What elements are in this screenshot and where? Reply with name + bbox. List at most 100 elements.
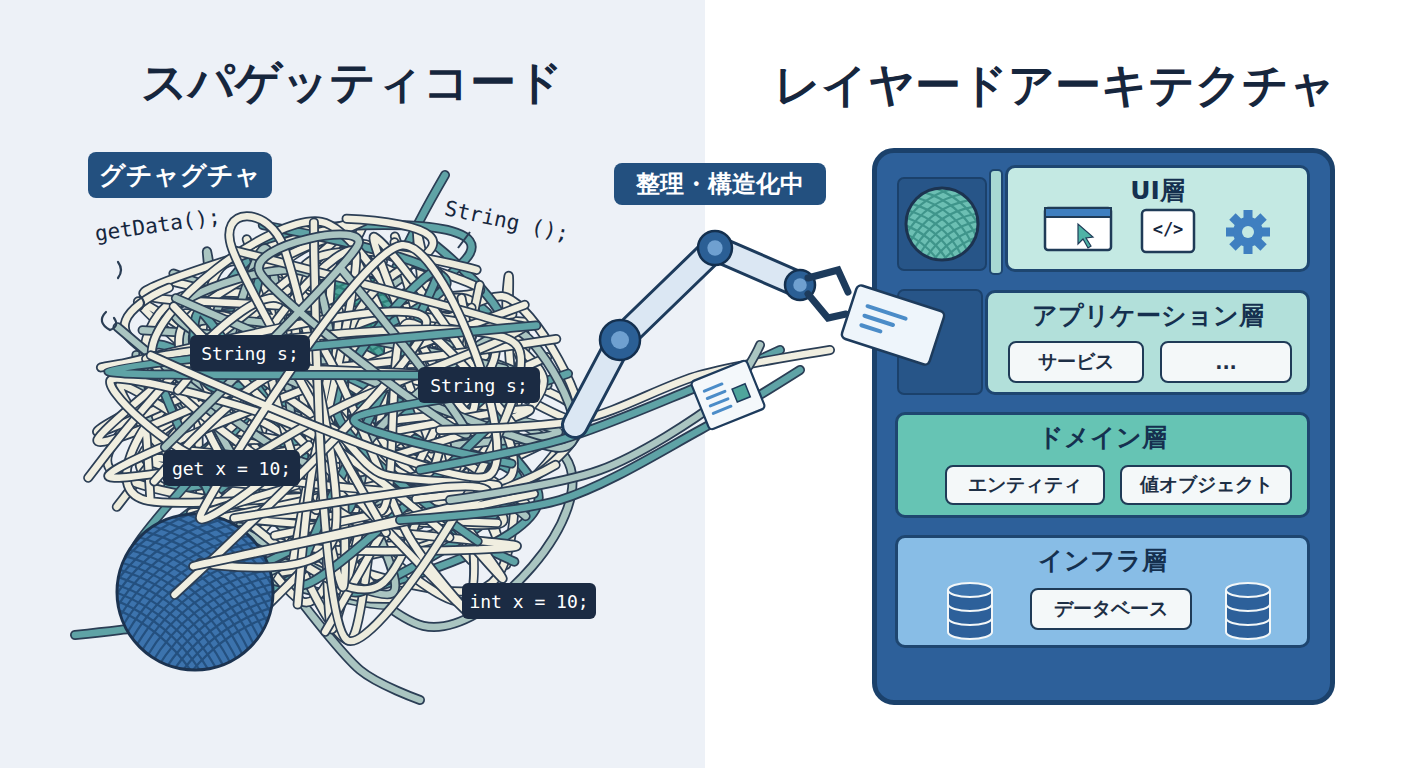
yarn-ball [76, 469, 316, 699]
yarn-stripe [919, 213, 983, 261]
yarn-stripe [88, 585, 219, 699]
code-icon [1142, 210, 1194, 252]
yarn-stripe [927, 179, 987, 231]
tag-pill: グチャグチャ [88, 152, 272, 198]
node-label: 値オブジェクト [1140, 472, 1273, 498]
component-box: ... [1160, 341, 1292, 383]
browser-icon [1045, 208, 1111, 250]
card-body [690, 360, 765, 431]
component-box: エンティティ [945, 465, 1105, 505]
arm-joint [785, 270, 815, 300]
gear-tooth [1229, 213, 1242, 226]
card-line [859, 323, 883, 334]
gear-body [1233, 217, 1263, 247]
arm-joint [698, 231, 732, 265]
component-box: サービス [1008, 341, 1144, 383]
yarn-body [906, 188, 978, 260]
code-chip: int x = 10; [462, 583, 596, 619]
code-snippet: String (); [443, 196, 572, 246]
yarn-stripe [901, 187, 965, 235]
card-square [732, 384, 750, 402]
arm-joint-center [793, 278, 807, 292]
arm-segment-outline [620, 248, 715, 340]
diagram-heading: レイヤードアーキテクチャ [755, 55, 1355, 117]
yarn-stripe [912, 198, 972, 250]
yarn-stripes [76, 469, 316, 699]
layer-band: UI層 [1005, 165, 1310, 272]
yarn-stripe [922, 185, 982, 237]
noodle-outline [400, 370, 800, 520]
yarn-outline [117, 514, 273, 670]
cylinder-top [1226, 583, 1270, 597]
ui-icons [1045, 208, 1270, 254]
code-card [690, 360, 765, 431]
side-panel [898, 178, 986, 270]
panel-heading: スパゲッティコード [60, 52, 644, 114]
yarn-stripe-group [891, 167, 998, 275]
confusion-squiggle [102, 262, 144, 330]
layer-band: サービス... アプリケーション層 [985, 290, 1310, 395]
leader-line [458, 232, 470, 248]
card-line [865, 304, 908, 321]
cylinder-band [948, 618, 992, 625]
arm-joint-center [707, 240, 722, 255]
gear-tooth [1226, 228, 1236, 237]
yarn-outline [906, 188, 978, 260]
yarn-stripe [915, 207, 979, 255]
card-edge [990, 170, 1002, 274]
gear-hole [1242, 226, 1254, 238]
yarn-stripe [910, 200, 974, 248]
node-label: String s; [201, 343, 299, 364]
arm-joint [600, 320, 640, 360]
yarn-stripe [932, 173, 992, 225]
card-line [862, 313, 896, 327]
arm-segment [715, 248, 800, 285]
layer-title: UI層 [1008, 174, 1307, 207]
arm-segment [575, 340, 620, 425]
code-snippet: getData(); [93, 205, 222, 246]
node-label: String s; [430, 375, 528, 396]
spaghetti-tangle [75, 175, 830, 700]
gripper-claw [808, 270, 848, 292]
node-label: グチャグチャ [99, 158, 261, 193]
robot-arm [575, 231, 945, 430]
database-icon [1226, 583, 1270, 639]
noodle [400, 370, 800, 520]
cylinder-body [1226, 590, 1270, 639]
gear-tooth [1229, 237, 1242, 250]
gear-icon [1226, 210, 1270, 254]
yarn-stripe [892, 174, 956, 222]
yarn-stripe [907, 204, 967, 256]
gripper-claw [808, 294, 846, 318]
node-label: ... [1215, 351, 1237, 373]
gear-tooth [1253, 213, 1266, 226]
node-label: データベース [1054, 596, 1168, 622]
yarn-stripe [929, 226, 993, 274]
arm-joint-center [611, 331, 629, 349]
layer-title: アプリケーション層 [988, 299, 1307, 332]
yarn-stripes [887, 167, 998, 275]
component-box: 値オブジェクト [1120, 465, 1292, 505]
arm-segment [620, 248, 715, 340]
cylinder-band [948, 604, 992, 611]
card-line [711, 404, 733, 415]
right-panel [705, 0, 1408, 768]
layer-title: インフラ層 [898, 544, 1307, 577]
code-chip: String s; [418, 367, 540, 403]
node-label: get x = 10; [172, 458, 291, 479]
code-chip: String s; [190, 335, 310, 371]
cylinder-top [948, 583, 992, 597]
code-card [841, 284, 946, 366]
card-body [841, 284, 946, 366]
yarn-stripe [924, 220, 988, 268]
gear-tooth [1253, 237, 1266, 250]
node-label: 整理・構造化中 [636, 168, 804, 200]
gear-tooth [1260, 228, 1270, 237]
node-label: エンティティ [968, 472, 1082, 498]
yarn-stripe [902, 210, 962, 262]
gear-tooth [1244, 244, 1253, 254]
card-line [702, 382, 724, 393]
layer-band: データベース インフラ層 [895, 535, 1310, 648]
